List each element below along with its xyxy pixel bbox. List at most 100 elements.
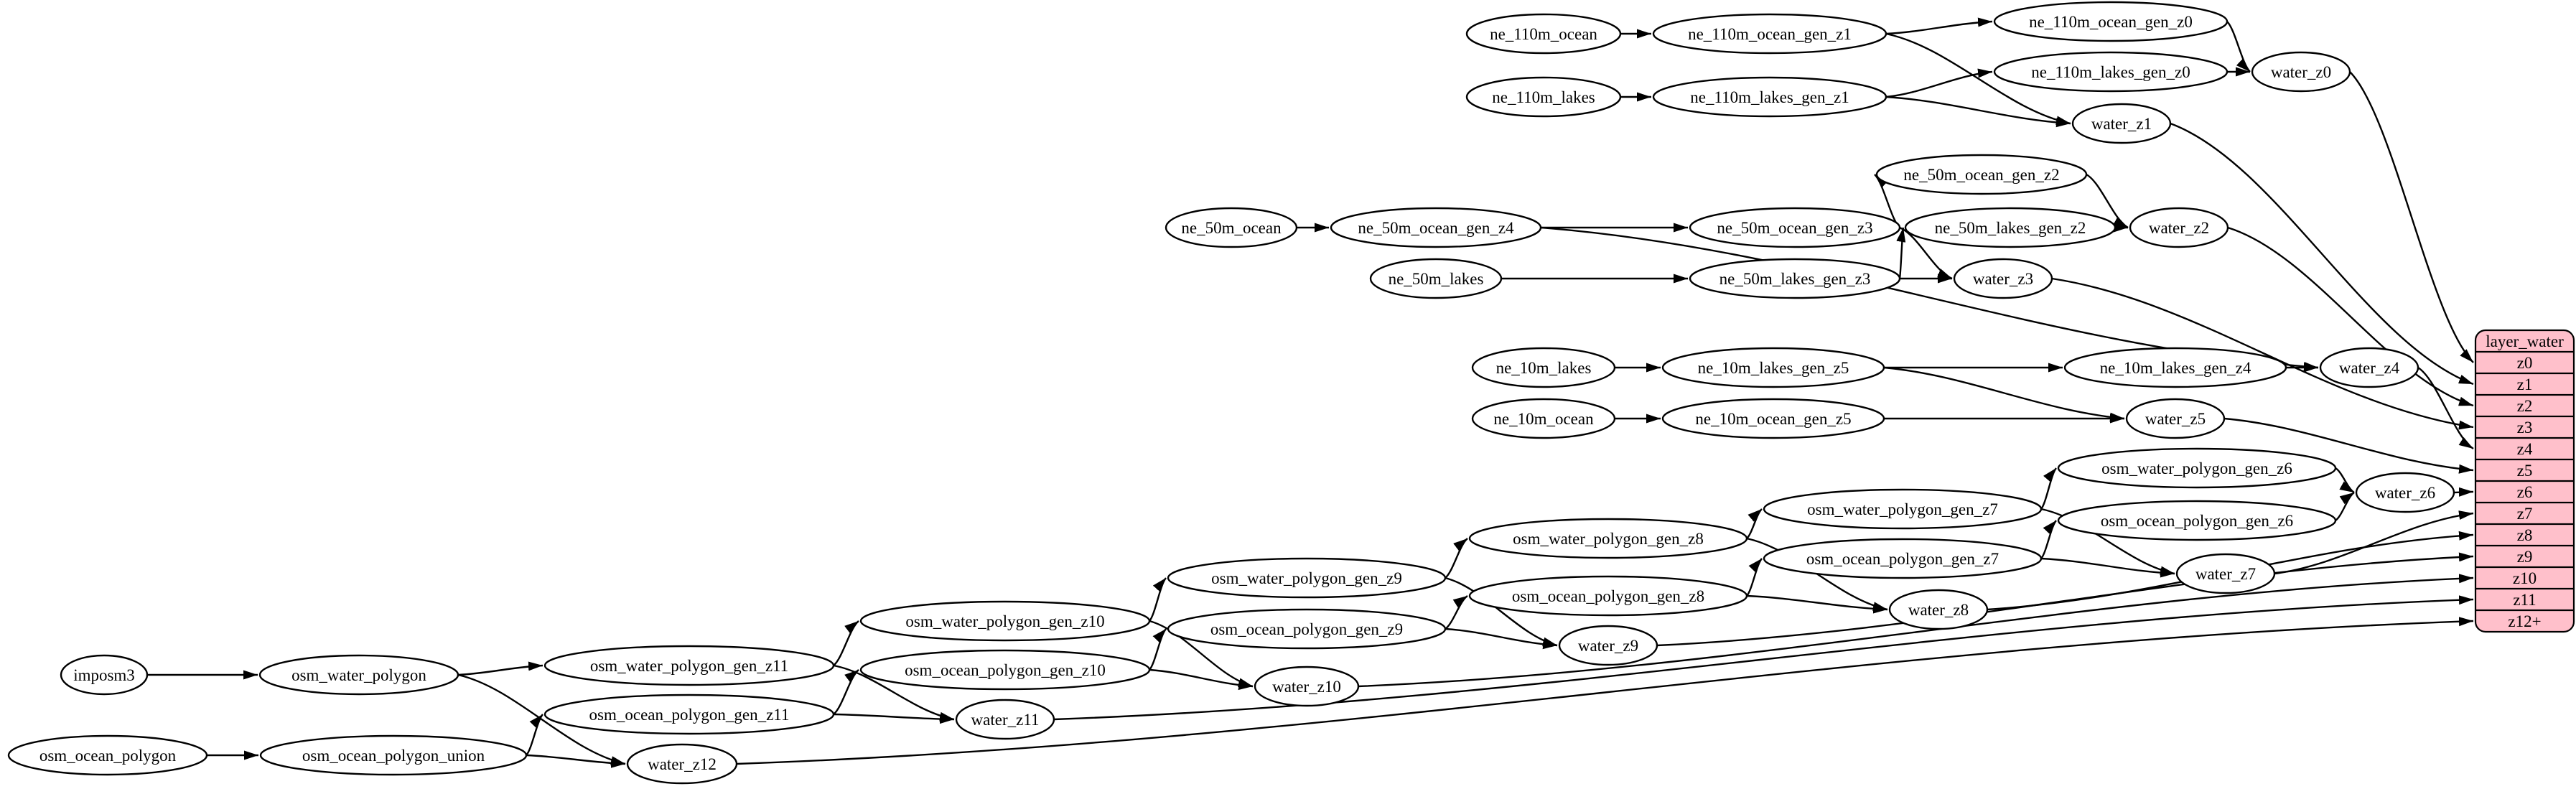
edge-osm_ocean_polygon_gen_z10-to-water_z10 <box>1149 668 1254 691</box>
edge-ne_110m_lakes_gen_z1-to-ne_110m_lakes_gen_z0 <box>1885 68 1993 98</box>
node-ne_50m_ocean_gen_z4: ne_50m_ocean_gen_z4 <box>1330 207 1542 248</box>
node-label-ne_110m_ocean: ne_110m_ocean <box>1490 25 1597 43</box>
edge-osm_water_polygon_gen_z9-to-osm_water_polygon_gen_z8 <box>1445 538 1468 579</box>
node-osm_water_polygon_gen_z9: osm_water_polygon_gen_z9 <box>1167 557 1447 599</box>
table-row-z3: z3 <box>2517 419 2533 436</box>
edge-water_z12-to-layer_water-z12+ <box>736 617 2474 765</box>
node-ellipse-water_z11 <box>955 699 1055 740</box>
node-ellipse-water_z7 <box>2175 553 2276 594</box>
node-label-osm_ocean_polygon_gen_z11: osm_ocean_polygon_gen_z11 <box>589 706 790 724</box>
table-row-z5: z5 <box>2517 462 2533 480</box>
edge-osm_ocean_polygon_gen_z11-to-osm_ocean_polygon_gen_z10 <box>833 669 859 715</box>
node-ellipse-ne_50m_lakes <box>1369 258 1503 299</box>
node-osm_water_polygon: osm_water_polygon <box>258 654 459 696</box>
node-ne_10m_ocean: ne_10m_ocean <box>1471 398 1616 439</box>
edge-osm_water_polygon_gen_z11-to-osm_water_polygon_gen_z10 <box>833 620 859 666</box>
node-label-water_z0: water_z0 <box>2271 63 2331 81</box>
edge-water_z0-to-layer_water-z0 <box>2349 71 2474 363</box>
node-osm_ocean_polygon: osm_ocean_polygon <box>7 734 208 776</box>
edge-osm_water_polygon_gen_z7-to-osm_water_polygon_gen_z6 <box>2040 467 2058 510</box>
node-ellipse-ne_110m_ocean <box>1465 13 1622 55</box>
node-osm_water_polygon_gen_z6: osm_water_polygon_gen_z6 <box>2057 447 2337 489</box>
node-label-water_z1: water_z1 <box>2091 115 2152 133</box>
node-water_z4: water_z4 <box>2319 347 2419 388</box>
node-ne_10m_ocean_gen_z5: ne_10m_ocean_gen_z5 <box>1661 398 1885 439</box>
node-label-water_z3: water_z3 <box>1973 270 2033 288</box>
edge-osm_ocean_polygon_gen_z8-to-water_z8 <box>1746 594 1888 614</box>
layer-water-table-title: layer_water <box>2486 332 2564 350</box>
node-ellipse-ne_10m_ocean <box>1471 398 1616 439</box>
node-label-ne_50m_lakes_gen_z3: ne_50m_lakes_gen_z3 <box>1719 270 1871 288</box>
node-ellipse-ne_50m_ocean_gen_z2 <box>1875 154 2088 195</box>
node-ne_110m_lakes_gen_z0: ne_110m_lakes_gen_z0 <box>1993 51 2229 93</box>
node-label-ne_10m_ocean_gen_z5: ne_10m_ocean_gen_z5 <box>1695 410 1851 428</box>
node-label-water_z12: water_z12 <box>648 755 717 773</box>
node-ellipse-ne_110m_ocean_gen_z1 <box>1652 13 1887 55</box>
node-ellipse-osm_water_polygon_gen_z6 <box>2057 447 2337 489</box>
node-ne_50m_ocean: ne_50m_ocean <box>1165 207 1298 248</box>
table-row-z11: z11 <box>2513 591 2536 609</box>
node-label-osm_ocean_polygon_gen_z6: osm_ocean_polygon_gen_z6 <box>2101 512 2293 530</box>
node-label-ne_50m_ocean_gen_z3: ne_50m_ocean_gen_z3 <box>1717 219 1872 237</box>
node-label-ne_10m_lakes: ne_10m_lakes <box>1496 359 1592 377</box>
node-water_z6: water_z6 <box>2355 472 2455 513</box>
edge-water_z2-to-layer_water-z2 <box>2227 226 2474 407</box>
node-label-ne_110m_ocean_gen_z0: ne_110m_ocean_gen_z0 <box>2029 13 2193 31</box>
node-water_z11: water_z11 <box>955 699 1055 740</box>
node-osm_water_polygon_gen_z10: osm_water_polygon_gen_z10 <box>859 600 1151 642</box>
node-ellipse-osm_ocean_polygon_union <box>259 734 528 776</box>
node-label-water_z4: water_z4 <box>2339 359 2400 377</box>
node-ne_110m_ocean_gen_z0: ne_110m_ocean_gen_z0 <box>1993 1 2229 42</box>
node-ellipse-osm_ocean_polygon <box>7 734 208 776</box>
node-ellipse-osm_ocean_polygon_gen_z8 <box>1468 575 1748 617</box>
node-ne_10m_lakes: ne_10m_lakes <box>1471 347 1616 388</box>
node-ellipse-ne_10m_ocean_gen_z5 <box>1661 398 1885 439</box>
node-water_z12: water_z12 <box>626 743 738 785</box>
node-ellipse-imposm3 <box>60 654 149 696</box>
node-ellipse-ne_10m_lakes <box>1471 347 1616 388</box>
node-ellipse-water_z9 <box>1558 625 1658 666</box>
node-ellipse-water_z8 <box>1888 589 1989 630</box>
node-label-water_z10: water_z10 <box>1272 678 1341 696</box>
node-label-ne_10m_ocean: ne_10m_ocean <box>1493 410 1594 428</box>
node-label-ne_50m_lakes: ne_50m_lakes <box>1389 270 1484 288</box>
edge-ne_50m_ocean_gen_z4-to-water_z4 <box>1540 226 2319 371</box>
node-ellipse-osm_ocean_polygon_gen_z9 <box>1167 608 1447 650</box>
node-label-ne_50m_lakes_gen_z2: ne_50m_lakes_gen_z2 <box>1935 219 2086 237</box>
edge-water_z9-to-layer_water-z9 <box>1656 552 2474 647</box>
node-label-water_z8: water_z8 <box>1908 601 1969 619</box>
node-imposm3: imposm3 <box>60 654 149 696</box>
edge-osm_ocean_polygon_gen_z11-to-water_z11 <box>833 713 955 724</box>
node-ne_10m_lakes_gen_z5: ne_10m_lakes_gen_z5 <box>1661 347 1885 388</box>
node-label-osm_water_polygon_gen_z11: osm_water_polygon_gen_z11 <box>590 657 788 675</box>
node-label-water_z6: water_z6 <box>2375 484 2435 502</box>
edge-osm_water_polygon_gen_z8-to-osm_water_polygon_gen_z7 <box>1746 508 1763 539</box>
node-label-osm_ocean_polygon_gen_z10: osm_ocean_polygon_gen_z10 <box>905 661 1106 679</box>
node-ellipse-water_z1 <box>2071 103 2172 144</box>
node-ne_50m_lakes_gen_z2: ne_50m_lakes_gen_z2 <box>1904 207 2117 248</box>
node-ellipse-water_z4 <box>2319 347 2419 388</box>
node-ne_110m_lakes_gen_z1: ne_110m_lakes_gen_z1 <box>1652 76 1887 118</box>
edge-water_z1-to-layer_water-z1 <box>2170 122 2474 386</box>
node-ne_110m_ocean_gen_z1: ne_110m_ocean_gen_z1 <box>1652 13 1887 55</box>
node-label-ne_10m_lakes_gen_z4: ne_10m_lakes_gen_z4 <box>2100 359 2251 377</box>
node-label-water_z9: water_z9 <box>1578 637 1638 655</box>
edge-water_z5-to-layer_water-z5 <box>2223 417 2474 474</box>
node-label-ne_50m_ocean: ne_50m_ocean <box>1181 219 1282 237</box>
node-ellipse-water_z12 <box>626 743 738 785</box>
node-osm_ocean_polygon_gen_z7: osm_ocean_polygon_gen_z7 <box>1763 538 2043 579</box>
edge-osm_ocean_polygon_union-to-water_z12 <box>526 754 626 768</box>
node-label-osm_water_polygon_gen_z8: osm_water_polygon_gen_z8 <box>1513 530 1704 548</box>
node-ellipse-ne_50m_ocean_gen_z4 <box>1330 207 1542 248</box>
node-water_z3: water_z3 <box>1953 258 2053 299</box>
node-ellipse-osm_ocean_polygon_gen_z7 <box>1763 538 2043 579</box>
node-label-water_z7: water_z7 <box>2195 565 2256 583</box>
node-ellipse-osm_ocean_polygon_gen_z10 <box>859 649 1151 691</box>
table-row-z12+: z12+ <box>2508 612 2541 630</box>
edges-layer <box>147 17 2474 768</box>
edge-water_z4-to-layer_water-z4 <box>2417 366 2474 450</box>
node-osm_ocean_polygon_gen_z8: osm_ocean_polygon_gen_z8 <box>1468 575 1748 617</box>
node-water_z1: water_z1 <box>2071 103 2172 144</box>
